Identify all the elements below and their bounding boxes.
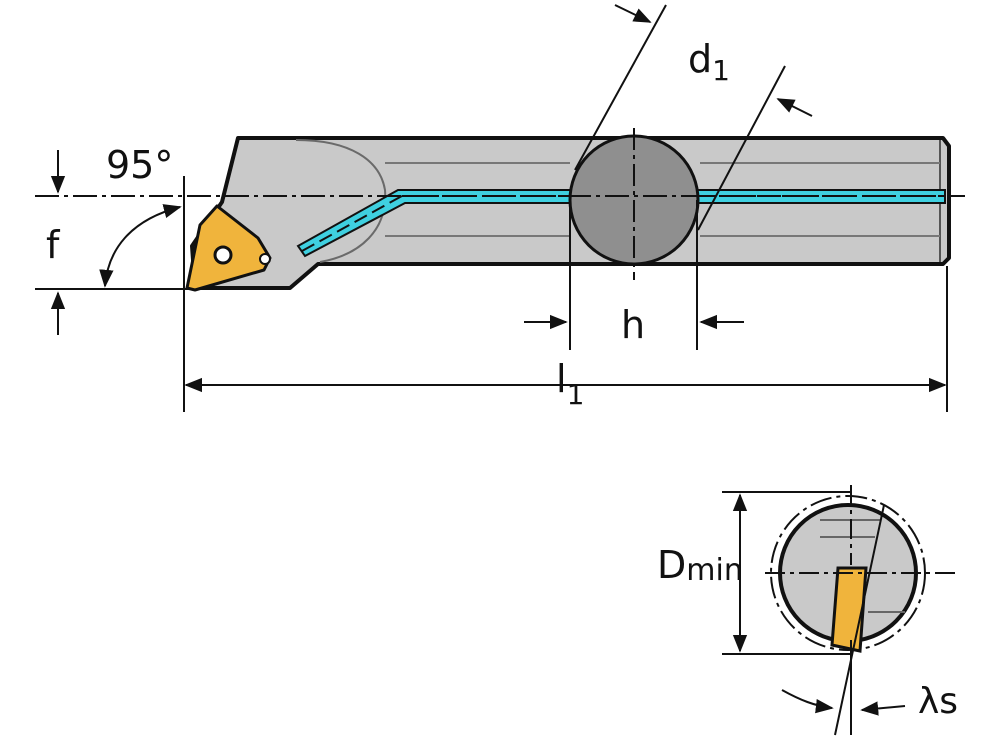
lambda-s-label: λs (918, 681, 958, 722)
d1-label: d1 (688, 37, 730, 87)
l1-label-main: l (556, 357, 567, 401)
end-view (722, 485, 955, 736)
f-label: f (46, 223, 61, 267)
d1-label-main: d (688, 37, 712, 81)
dmin-label-sub: min (686, 553, 743, 588)
head-bevel (295, 139, 387, 263)
d1-label-sub: 1 (712, 54, 730, 87)
dmin-label-main: D (657, 543, 686, 587)
l1-label: l1 (556, 357, 584, 411)
l1-label-sub: 1 (567, 378, 585, 411)
h-label: h (621, 303, 645, 347)
dmin-label: Dmin (657, 543, 743, 588)
bore-circle (770, 495, 926, 651)
insert-screw (213, 245, 233, 265)
angle-label: 95° (106, 143, 173, 187)
dimensions (35, 4, 948, 412)
